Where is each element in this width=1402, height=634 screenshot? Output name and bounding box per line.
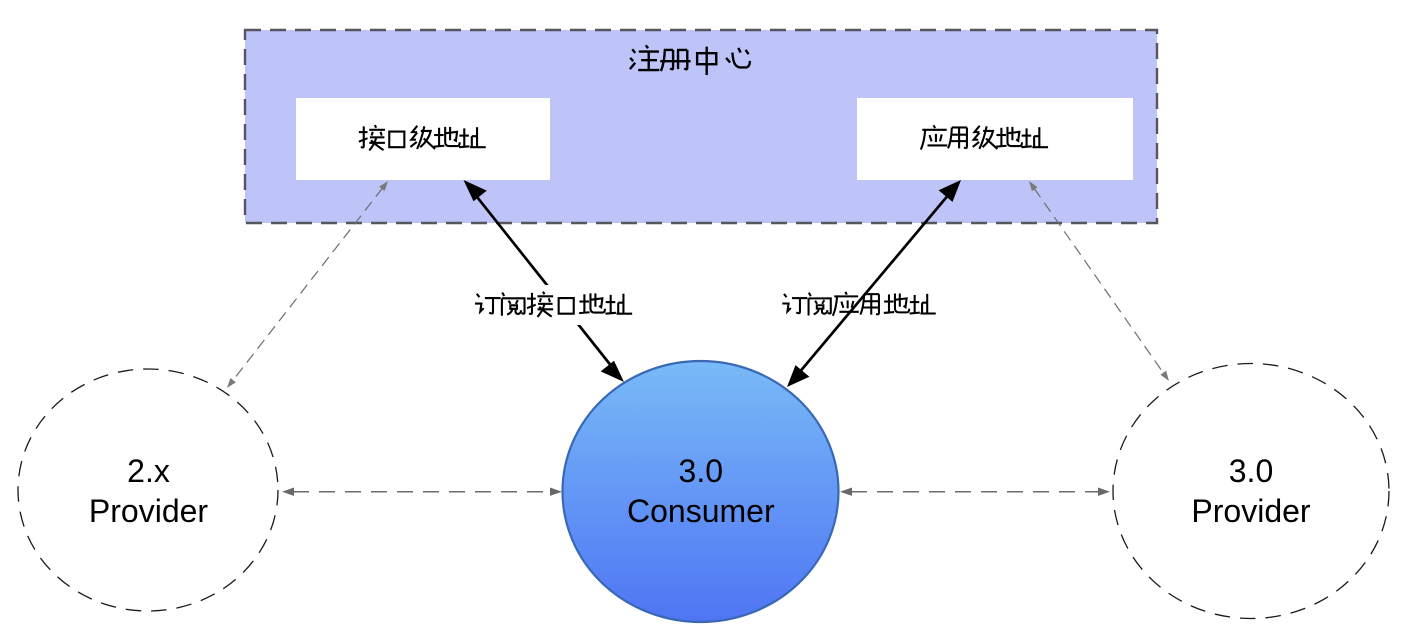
svg-text:Provider: Provider xyxy=(1191,493,1311,529)
svg-text:Consumer: Consumer xyxy=(627,493,775,529)
svg-text:2.x: 2.x xyxy=(127,453,170,489)
svg-text:Provider: Provider xyxy=(89,493,209,529)
svg-text:3.0: 3.0 xyxy=(679,453,723,489)
svg-text:3.0: 3.0 xyxy=(1229,453,1273,489)
